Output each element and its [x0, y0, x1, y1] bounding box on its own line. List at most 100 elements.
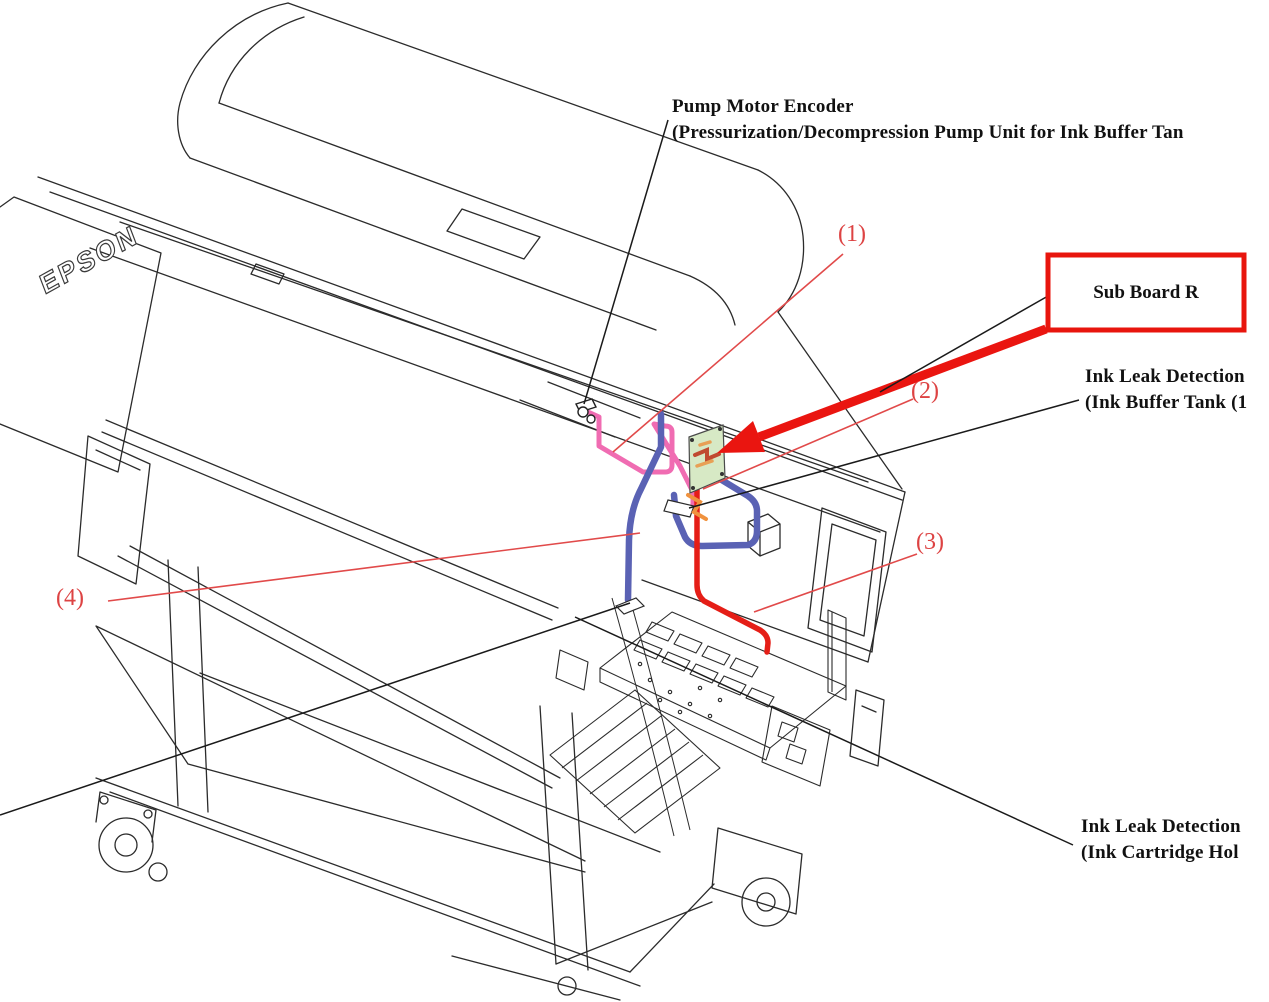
- holder-deck-front: [599, 668, 771, 761]
- holder-dot: [667, 689, 673, 695]
- board-screw: [691, 486, 695, 490]
- stand-rail-right: [555, 883, 715, 973]
- orange-connector: [686, 493, 708, 521]
- blue-tube-loop-path: [670, 464, 761, 550]
- red-arrow: [717, 324, 1048, 453]
- roll-cover-right-cap-inner: [689, 275, 736, 326]
- encoder-wheel2: [586, 414, 596, 424]
- front-bottom-edge2: [129, 545, 561, 779]
- holder-dot: [717, 697, 723, 703]
- right-bracket: [849, 689, 885, 767]
- sub-board-r-label: Sub Board R: [1093, 281, 1199, 303]
- board-screw: [720, 472, 724, 476]
- roll-cover-right-cap: [757, 169, 805, 313]
- roll-cover-axis-line2: [189, 157, 657, 331]
- tray-ribs: [561, 702, 704, 821]
- board-screw: [690, 438, 694, 442]
- ink-leak-cartridge-label-line2: (Ink Cartridge Hol: [1081, 842, 1239, 863]
- buffer-tank-sensor-connector: [663, 499, 695, 518]
- center-leg: [539, 705, 589, 971]
- cartridge-holder-assembly: [549, 591, 847, 837]
- leader-buffer-sensor: [688, 399, 1080, 509]
- encoder-hatch-line2: [547, 381, 641, 419]
- left-caster-wheel2: [148, 862, 168, 882]
- red-callout-leaders: [107, 253, 918, 613]
- sub-board-on-printer: [688, 424, 726, 494]
- left-caster-hub: [114, 833, 138, 857]
- blue-tube-down-path: [624, 410, 665, 604]
- bottom-right-edge: [641, 579, 869, 663]
- body-right-top-edge: [777, 311, 903, 490]
- center-caster: [557, 976, 577, 996]
- leader-offscreen-left: [0, 602, 631, 816]
- ink-leak-buffer-label-line1: Ink Leak Detection: [1085, 366, 1245, 387]
- right-foot-box: [711, 827, 803, 915]
- roll-cover-inner-arc: [218, 16, 305, 104]
- front-bottom-edge: [117, 555, 553, 789]
- front-crease2: [101, 431, 553, 621]
- blue-tube-end-fitting: [614, 597, 646, 615]
- board-screw: [718, 427, 722, 431]
- leader-callout-4: [107, 532, 641, 602]
- right-panel: [807, 507, 887, 653]
- roll-cover-axis-line1: [218, 102, 691, 277]
- callout-1: (1): [838, 221, 866, 247]
- orange-connector-path: [686, 493, 708, 521]
- pink-tube: [585, 409, 696, 511]
- left-bracket: [77, 435, 151, 585]
- ink-leak-buffer-label-line2: (Ink Buffer Tank (1: [1085, 392, 1248, 413]
- leader-callout-2: [702, 398, 914, 490]
- black-leader-lines: [0, 119, 1080, 846]
- holder-detail-row2: [645, 621, 759, 678]
- leader-sub-board-box: [879, 295, 1049, 393]
- pump-motor-encoder-part: [575, 398, 597, 424]
- left-leg: [167, 559, 209, 813]
- base-plate-line: [451, 955, 621, 1001]
- roll-cover-left-arc: [177, 2, 289, 159]
- left-caster-bracket: [95, 791, 157, 843]
- red-tube-path: [694, 475, 771, 655]
- holder-left-bracket: [555, 649, 589, 691]
- right-panel-inner: [819, 523, 877, 637]
- pump-motor-encoder-label-line1: Pump Motor Encoder: [672, 96, 854, 117]
- red-arrow-shaft: [757, 324, 1048, 442]
- holder-dot: [657, 697, 663, 703]
- encoder-wheel1: [577, 406, 589, 418]
- callout-2: (2): [911, 378, 939, 404]
- tube-guide-straps: [611, 591, 691, 837]
- leader-pump-encoder: [583, 119, 669, 405]
- callout-4: (4): [56, 585, 84, 611]
- deck-connector-box: [747, 513, 781, 557]
- ink-leak-cartridge-label-line1: Ink Leak Detection: [1081, 816, 1241, 837]
- holder-dot: [637, 661, 643, 667]
- roll-cover-ridge: [287, 2, 759, 171]
- blue-tube: [624, 410, 761, 604]
- sub-board-highlight-box: [1045, 252, 1247, 333]
- pump-motor-encoder-label-line2: (Pressurization/Decompression Pump Unit …: [672, 122, 1184, 143]
- holder-tray: [549, 689, 721, 834]
- red-arrow-head: [717, 421, 765, 453]
- holder-dot: [687, 701, 693, 707]
- board-trace-orange: [695, 440, 714, 468]
- cover-handle-recess: [446, 208, 541, 260]
- leader-cartridge-sensor: [574, 616, 1074, 846]
- caster-bolt1: [99, 795, 109, 805]
- right-caster-hub: [756, 892, 776, 912]
- callout-3: (3): [916, 529, 944, 555]
- board-trace-dark: [693, 447, 721, 462]
- left-caster-wheel: [98, 817, 154, 873]
- stand-rails: [95, 672, 661, 987]
- front-crease1: [105, 419, 559, 609]
- right-caster-wheel: [741, 877, 791, 927]
- holder-dot: [697, 685, 703, 691]
- pink-tube-path: [585, 409, 696, 511]
- left-face: [0, 196, 162, 473]
- holder-dot: [677, 709, 683, 715]
- holder-right-block: [761, 705, 831, 787]
- holder-deck: [599, 611, 847, 749]
- holder-dot: [647, 677, 653, 683]
- deck-front-edge: [37, 176, 906, 493]
- caster-bolt2: [143, 809, 153, 819]
